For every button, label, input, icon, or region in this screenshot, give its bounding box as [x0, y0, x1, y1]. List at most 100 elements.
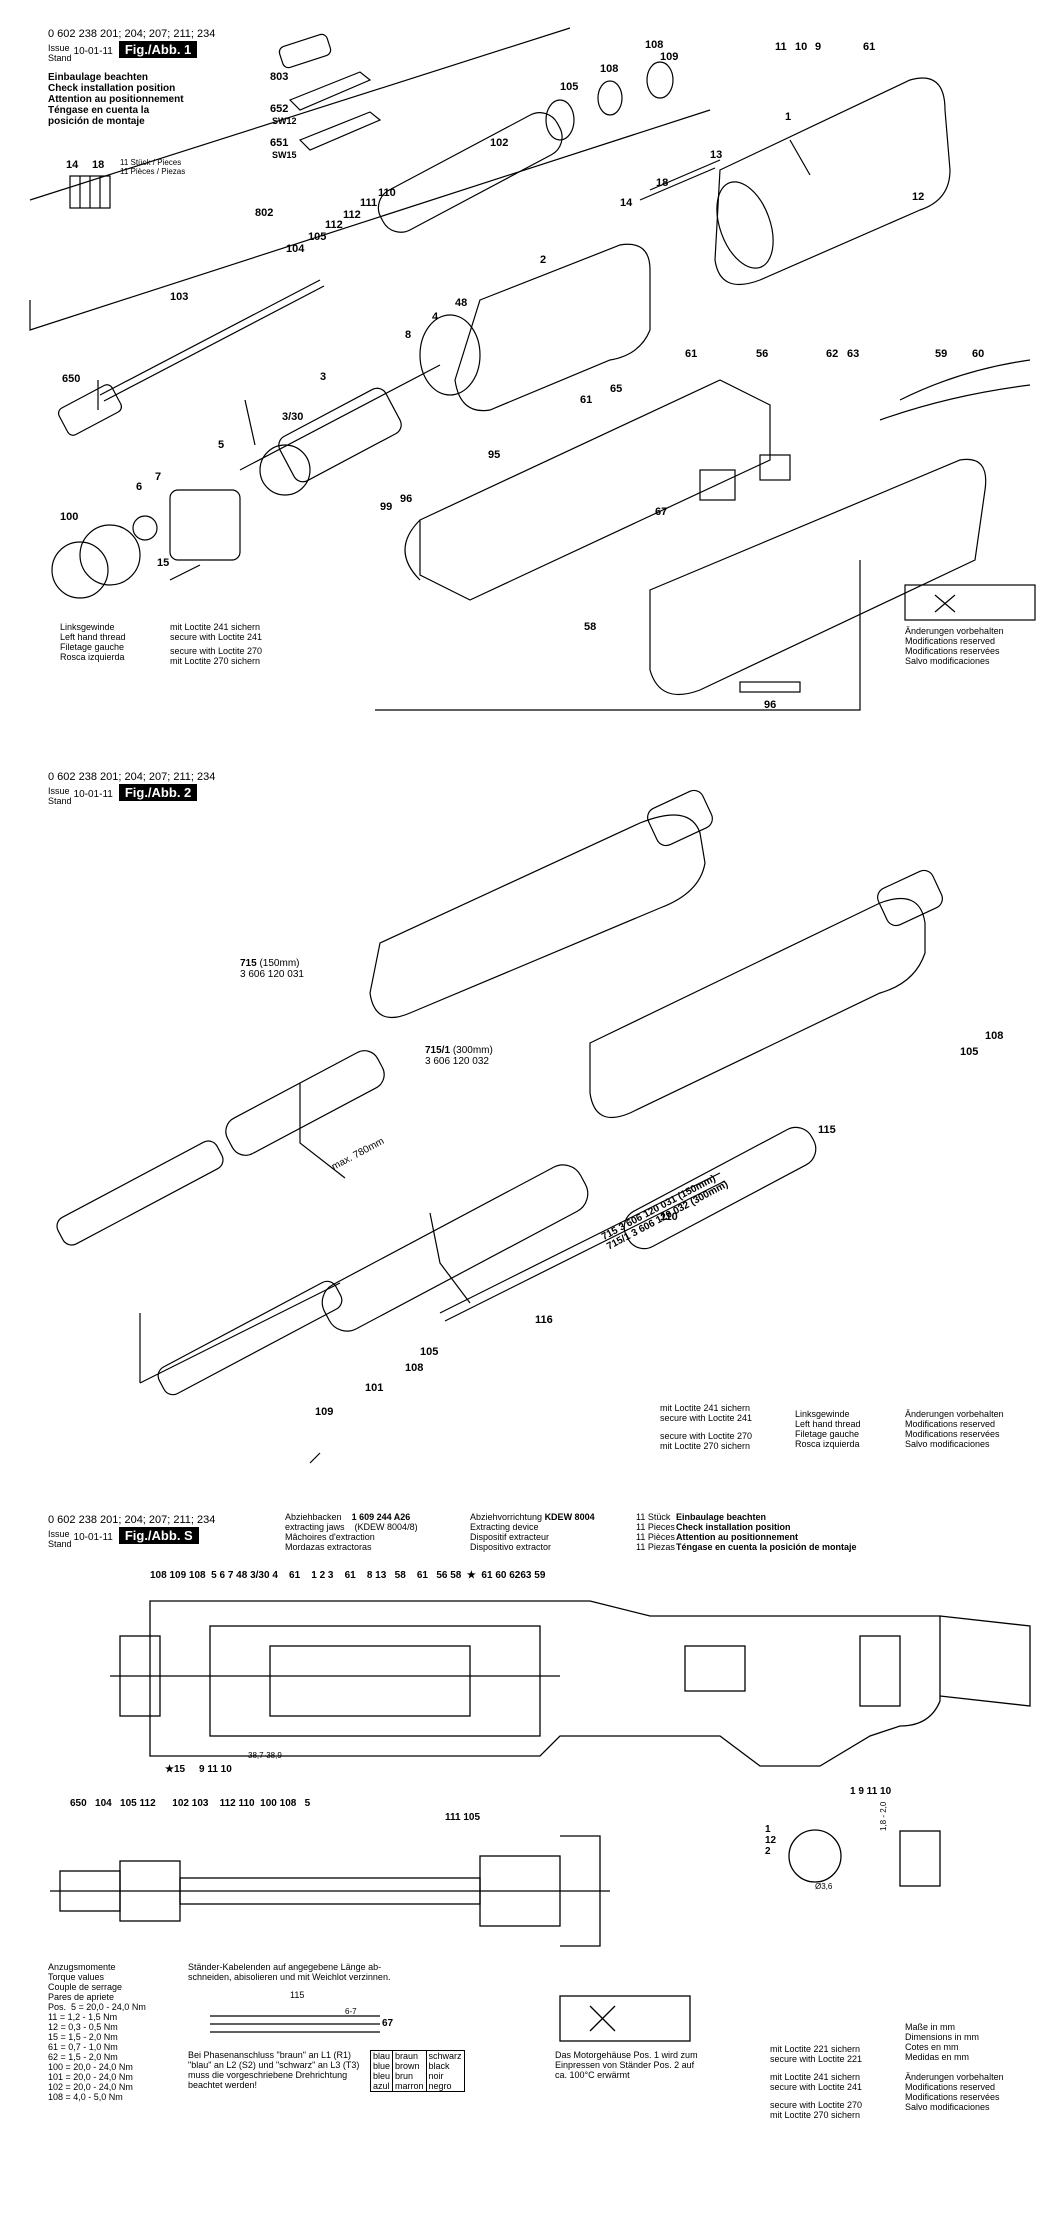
label-13: 13 — [710, 149, 722, 161]
label-8: 8 — [405, 329, 411, 341]
label-111: 111 — [360, 197, 377, 209]
housing-half-lower — [404, 519, 421, 581]
grinder-handle — [877, 869, 943, 927]
bearing-6 — [132, 515, 158, 541]
label-58: 58 — [584, 621, 596, 633]
torque-row: 102 = 20,0 - 24,0 Nm — [48, 2082, 133, 2092]
label-18-detail: 18 — [92, 159, 104, 171]
housing-half-lower — [419, 379, 771, 601]
frame-line — [139, 1282, 341, 1384]
label-110: 110 — [660, 1211, 678, 1223]
cable-section — [939, 1615, 1031, 1707]
label-48: 48 — [455, 297, 467, 309]
label-61a: 61 — [685, 348, 697, 360]
wire-color-cell: azul — [370, 2081, 394, 2092]
spindle-shaft — [99, 279, 321, 396]
grinder-body-lower — [589, 897, 926, 1118]
label-61c: 61 — [863, 41, 875, 53]
wire-color-cell: bleu — [370, 2071, 394, 2081]
section-labels-bottom: ★15 9 11 10 — [165, 1764, 232, 1775]
label-61b: 61 — [580, 394, 592, 406]
issue-date: 10-01-11 — [73, 1532, 113, 1543]
wiring-schematic — [934, 594, 956, 613]
label-105: 105 — [560, 81, 578, 93]
label-96b: 96 — [764, 699, 776, 711]
wrench-part — [298, 111, 382, 151]
label-7: 7 — [155, 471, 161, 483]
label-67: 67 — [655, 506, 667, 518]
cable-clamp-section — [859, 1635, 901, 1707]
label-651: 651 — [270, 137, 288, 149]
support-arm — [429, 1212, 471, 1304]
frame-line — [29, 27, 571, 201]
cable-label-67: 67 — [382, 2018, 394, 2029]
wire-color-cell: brown — [392, 2061, 427, 2071]
cross-section-drawing — [50, 1600, 1031, 2042]
figure-title: Fig./Abb. S — [118, 1527, 199, 1544]
torque-row: 100 = 20,0 - 24,0 Nm — [48, 2062, 133, 2072]
label-10: 10 — [795, 41, 807, 53]
label-5: 5 — [218, 439, 224, 451]
wire-color-cell: marron — [392, 2081, 427, 2092]
label-101: 101 — [365, 1382, 383, 1394]
phase-note: Bei Phasenanschluss "braun" an L1 (R1)"b… — [188, 2050, 360, 2090]
detail-b-labels: 1 9 11 10 — [850, 1786, 892, 1797]
housing-section — [149, 1600, 941, 1767]
label-104: 104 — [286, 243, 305, 255]
label-109: 109 — [315, 1406, 333, 1418]
shaft-labels: 650 104 105 112 102 103 112 110 100 108 … — [70, 1798, 311, 1809]
label-60: 60 — [972, 348, 984, 360]
armature-section — [269, 1645, 471, 1717]
spindle-shaft — [103, 285, 325, 402]
cable-note: Ständer-Kabelenden auf angegebene Länge … — [188, 1962, 391, 1982]
bearing-part — [597, 80, 623, 116]
label-65: 65 — [610, 383, 622, 395]
wrench-part — [278, 33, 332, 69]
tube-715 — [225, 1050, 385, 1156]
label-96a: 96 — [400, 493, 412, 505]
label-9: 9 — [815, 41, 821, 53]
label-108a: 108 — [600, 63, 618, 75]
armature-shaft — [239, 364, 441, 471]
motor-housing — [714, 77, 951, 286]
extension-tube — [377, 112, 563, 233]
detail-b — [899, 1830, 941, 1887]
detail-a — [788, 1829, 842, 1883]
svg-text:SW15: SW15 — [272, 150, 297, 160]
wire-color-cell: blau — [370, 2050, 394, 2061]
power-cable — [879, 384, 1031, 421]
doc-number: 0 602 238 201; 204; 207; 211; 234 — [48, 771, 216, 783]
label-59: 59 — [935, 348, 947, 360]
label-6: 6 — [136, 481, 142, 493]
label-1: 1 — [785, 111, 791, 123]
section-labels-top: 108 109 108 5 6 7 48 3/30 4 61 1 2 3 61 … — [150, 1570, 546, 1581]
doc-number: 0 602 238 201; 204; 207; 211; 234 — [48, 1514, 216, 1526]
brush-spring — [649, 159, 721, 191]
label-112b: 112 — [325, 219, 343, 231]
torque-row: 12 = 0,3 - 0,5 Nm — [48, 2022, 118, 2032]
label-3-30: 3/30 — [282, 411, 303, 423]
label-14-detail: 14 — [66, 159, 79, 171]
wire-color-cell: negro — [426, 2081, 465, 2092]
wire-color-cell: black — [426, 2061, 465, 2071]
support-arm — [299, 1083, 346, 1179]
label-109: 109 — [660, 51, 678, 63]
label-95: 95 — [488, 449, 500, 461]
